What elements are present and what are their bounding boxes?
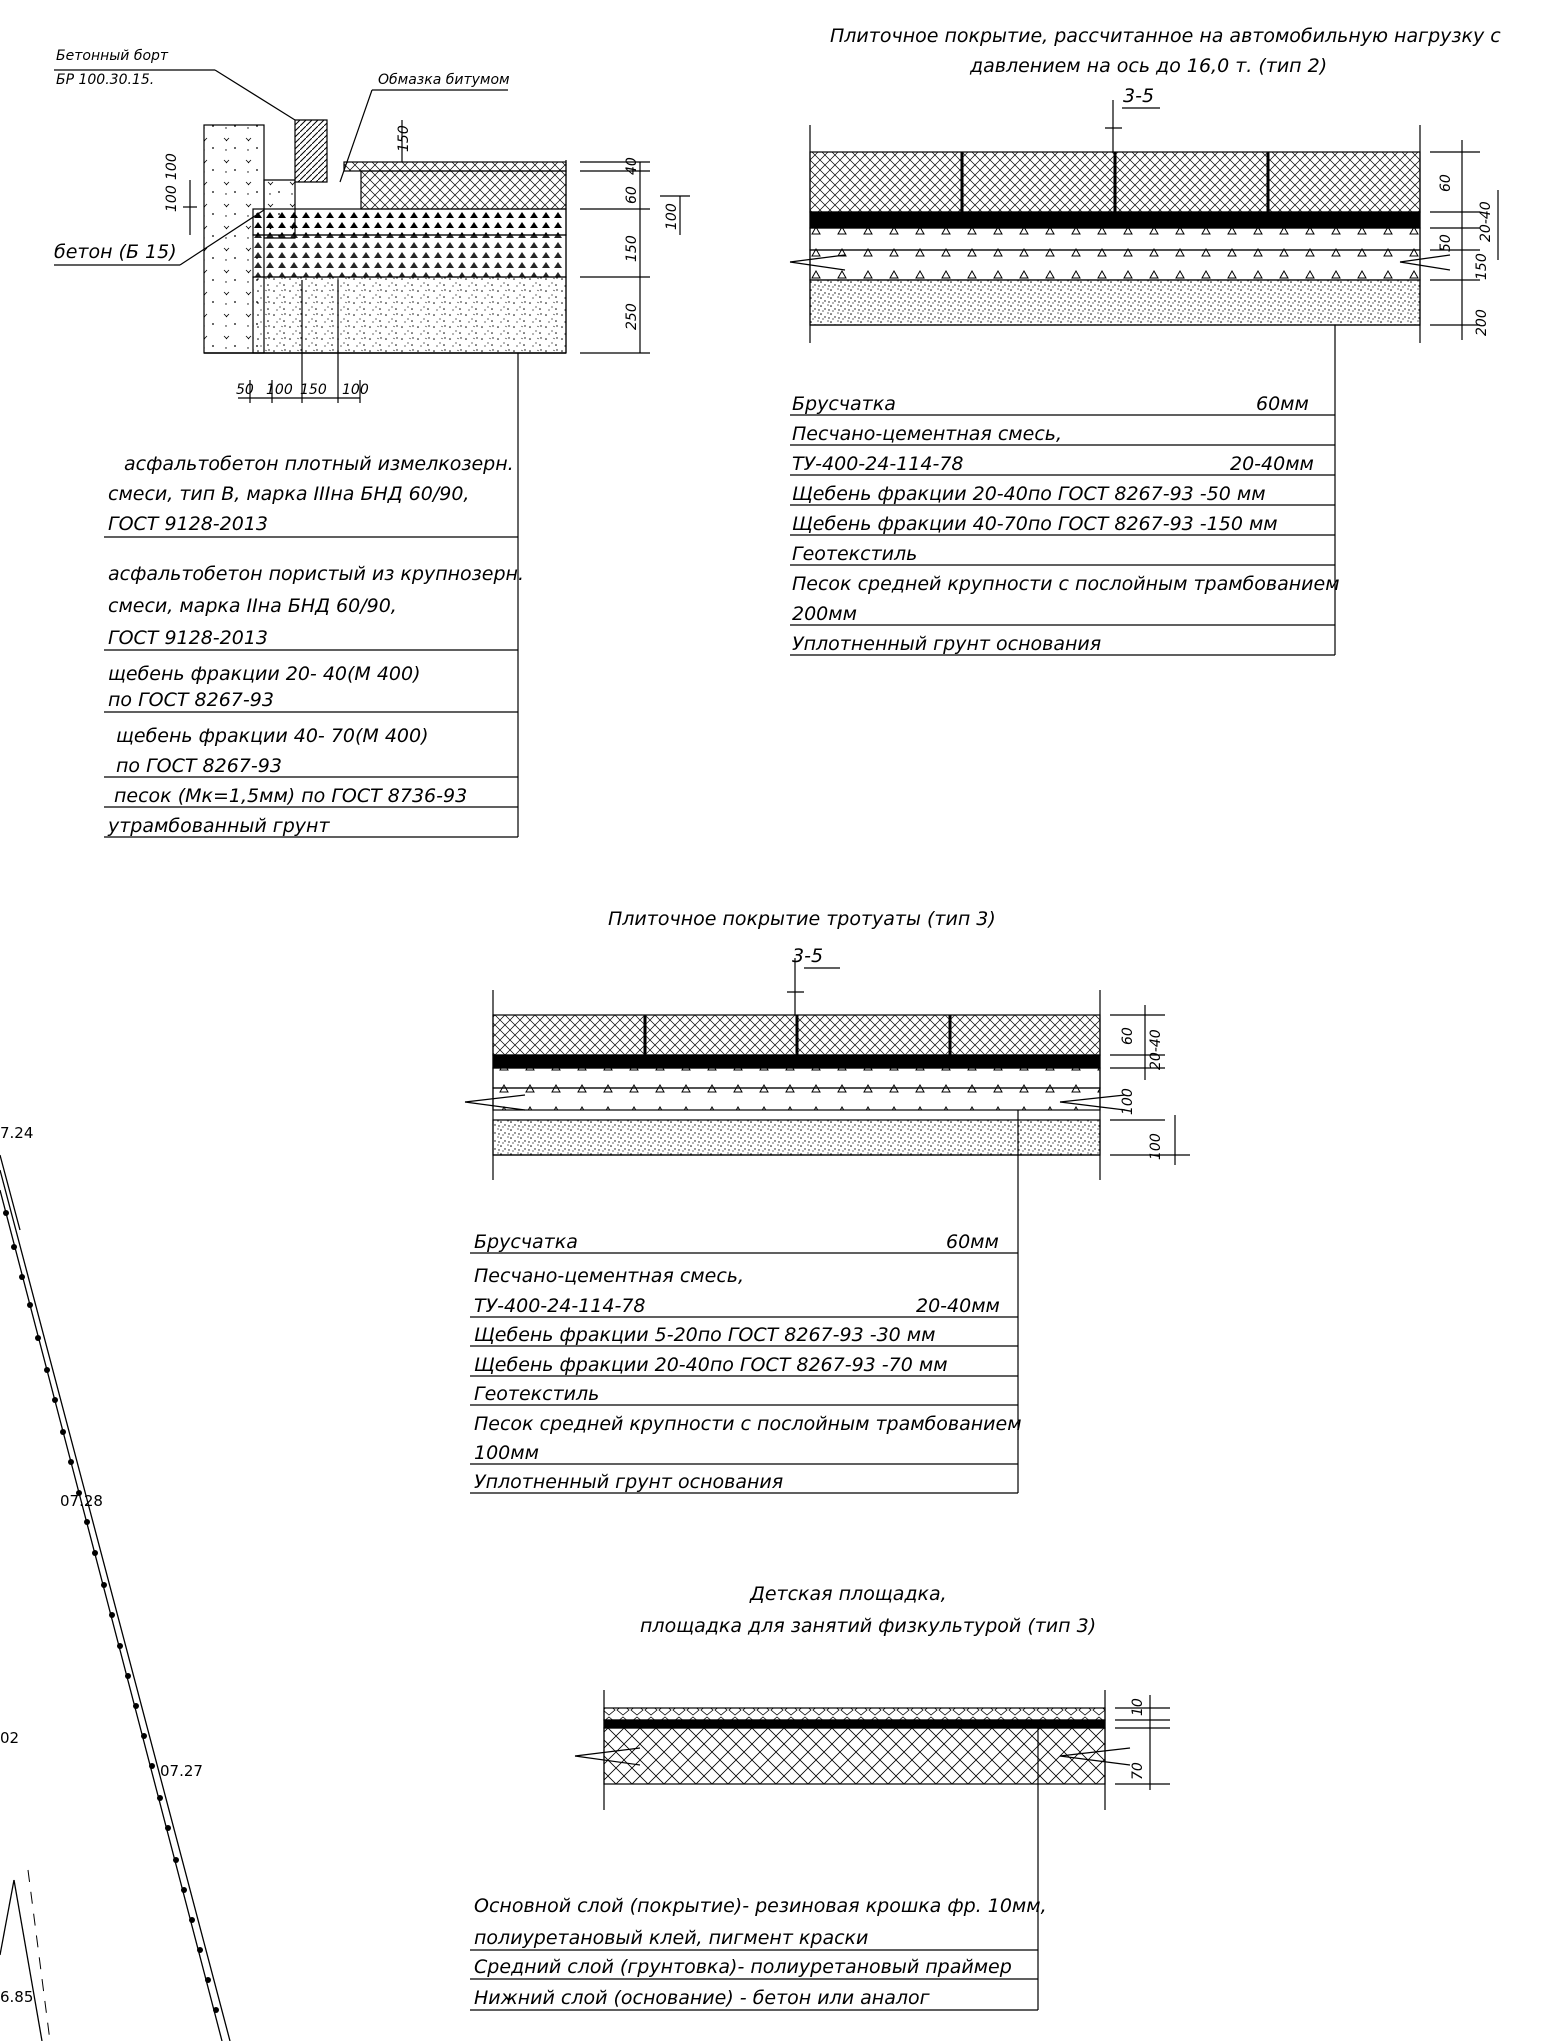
legend1-a-1: асфальтобетон плотный измелкозерн. bbox=[124, 453, 514, 475]
section-tile-type3 bbox=[464, 958, 1190, 1494]
section-tile-type2 bbox=[789, 100, 1499, 656]
type2-dim-60: 60 bbox=[1438, 174, 1454, 192]
type3-title: Плиточное покрытие тротуаты (тип 3) bbox=[608, 908, 996, 930]
legend1-b-3: ГОСТ 9128-2013 bbox=[108, 627, 268, 649]
legend1-d-2: по ГОСТ 8267-93 bbox=[116, 755, 282, 777]
type3-legend-6: Песок средней крупности с послойным трам… bbox=[474, 1413, 1022, 1435]
type3-legend-3: Щебень фракции 5-20по ГОСТ 8267-93 -30 м… bbox=[474, 1324, 935, 1346]
dim-right-60: 60 bbox=[624, 186, 640, 204]
legend1-d-1: щебень фракции 40- 70(М 400) bbox=[116, 725, 429, 747]
type2-legend-2-value: 20-40мм bbox=[1230, 453, 1314, 475]
type2-gap: 3-5 bbox=[1123, 85, 1154, 107]
type2-legend-5: Геотекстиль bbox=[792, 543, 917, 565]
legend1-a-2: смеси, тип В, марка IIIна БНД 60/90, bbox=[108, 483, 469, 505]
type2-legend-4: Щебень фракции 40-70по ГОСТ 8267-93 -150… bbox=[792, 513, 1278, 535]
legend1-c-2: по ГОСТ 8267-93 bbox=[108, 689, 274, 711]
section-playground-labels: Детская площадка, площадка для занятий ф… bbox=[474, 1583, 1146, 2009]
type3-dim-100a: 100 bbox=[1120, 1088, 1136, 1115]
legend1-a-3: ГОСТ 9128-2013 bbox=[108, 513, 268, 535]
type3-gap: 3-5 bbox=[792, 945, 823, 967]
elevation-label-2: 07.28 bbox=[60, 1492, 103, 1510]
legend1-f: утрамбованный грунт bbox=[107, 815, 330, 837]
bitumen-label: Обмазка битумом bbox=[378, 72, 510, 88]
dim-150-top: 150 bbox=[396, 125, 412, 152]
section-curb-labels: Бетонный борт БР 100.30.15. Обмазка биту… bbox=[54, 48, 680, 837]
elevation-label-5: 6.85 bbox=[0, 1988, 33, 2006]
type3-legend-7: 100мм bbox=[474, 1442, 539, 1464]
type3-legend-0: Брусчатка bbox=[474, 1231, 578, 1253]
legend1-c-1: щебень фракции 20- 40(М 400) bbox=[108, 663, 421, 685]
legend1-b-1: асфальтобетон пористый из крупнозерн. bbox=[108, 563, 524, 585]
type3-legend-5: Геотекстиль bbox=[474, 1383, 599, 1405]
concrete-label: бетон (Б 15) bbox=[54, 241, 177, 263]
type3-dim-100b: 100 bbox=[1148, 1133, 1164, 1160]
playground-legend-2: Средний слой (грунтовка)- полиуретановый… bbox=[474, 1956, 1012, 1978]
type2-legend-3: Щебень фракции 20-40по ГОСТ 8267-93 -50 … bbox=[792, 483, 1266, 505]
site-plan-labels: 7.24 07.28 02 07.27 6.85 bbox=[0, 1124, 203, 2006]
dim-bottom-150: 150 bbox=[300, 382, 327, 398]
type3-dim-20-40: 20-40 bbox=[1148, 1029, 1164, 1070]
dim-left-1: 100 bbox=[164, 185, 180, 212]
type2-legend-8: Уплотненный грунт основания bbox=[792, 633, 1101, 655]
elevation-label-3: 02 bbox=[0, 1729, 19, 1747]
type2-dim-20-40: 20-40 bbox=[1478, 201, 1494, 242]
dim-right-100: 100 bbox=[664, 203, 680, 230]
type3-legend-4: Щебень фракции 20-40по ГОСТ 8267-93 -70 … bbox=[474, 1354, 948, 1376]
type3-legend-0-value: 60мм bbox=[946, 1231, 999, 1253]
site-plan-fragment bbox=[0, 1154, 231, 2041]
type2-legend-7: 200мм bbox=[792, 603, 857, 625]
type2-legend-0: Брусчатка bbox=[792, 393, 896, 415]
dim-left-2: 100 bbox=[164, 153, 180, 180]
playground-dim-70: 70 bbox=[1130, 1762, 1146, 1780]
playground-dim-10: 10 bbox=[1130, 1698, 1146, 1716]
type3-legend-1: Песчано-цементная смесь, bbox=[474, 1265, 744, 1287]
legend1-e: песок (Мк=1,5мм) по ГОСТ 8736-93 bbox=[114, 785, 467, 807]
curb-label-2: БР 100.30.15. bbox=[56, 72, 154, 88]
playground-title-1: Детская площадка, bbox=[749, 1583, 947, 1605]
dim-bottom-100b: 100 bbox=[342, 382, 369, 398]
type2-dim-150: 150 bbox=[1474, 253, 1490, 280]
playground-legend-0: Основной слой (покрытие)- резиновая крош… bbox=[474, 1895, 1047, 1917]
type3-legend-2-value: 20-40мм bbox=[916, 1295, 1000, 1317]
type2-legend-6: Песок средней крупности с послойным трам… bbox=[792, 573, 1340, 595]
legend1-b-2: смеси, марка IIна БНД 60/90, bbox=[108, 595, 397, 617]
dim-right-40: 40 bbox=[624, 157, 640, 175]
dim-bottom-100: 100 bbox=[266, 382, 293, 398]
elevation-label-4: 07.27 bbox=[160, 1762, 203, 1780]
type2-legend-1: Песчано-цементная смесь, bbox=[792, 423, 1062, 445]
type3-legend-8: Уплотненный грунт основания bbox=[474, 1471, 783, 1493]
dim-right-250: 250 bbox=[624, 303, 640, 330]
section-curb-detail bbox=[54, 69, 690, 838]
type2-legend-0-value: 60мм bbox=[1256, 393, 1309, 415]
curb-label-1: Бетонный борт bbox=[56, 48, 169, 64]
section-tile-type2-labels: Плиточное покрытие, рассчитанное на авто… bbox=[792, 25, 1501, 655]
elevation-label-1: 7.24 bbox=[0, 1124, 33, 1142]
playground-legend-1: полиуретановый клей, пигмент краски bbox=[474, 1927, 868, 1949]
type2-title-1: Плиточное покрытие, рассчитанное на авто… bbox=[830, 25, 1501, 47]
type3-legend-2: ТУ-400-24-114-78 bbox=[474, 1295, 646, 1317]
type2-dim-200: 200 bbox=[1474, 309, 1490, 336]
playground-legend-3: Нижний слой (основание) - бетон или анал… bbox=[474, 1987, 931, 2009]
section-tile-type3-labels: Плиточное покрытие тротуаты (тип 3) 3-5 … bbox=[474, 908, 1164, 1493]
type2-dim-50: 50 bbox=[1438, 234, 1454, 252]
type2-title-2: давлением на ось до 16,0 т. (тип 2) bbox=[969, 55, 1327, 77]
type3-dim-60: 60 bbox=[1120, 1027, 1136, 1045]
type2-legend-2: ТУ-400-24-114-78 bbox=[792, 453, 964, 475]
boundary-points bbox=[3, 1210, 219, 2013]
dim-bottom-50: 50 bbox=[236, 382, 254, 398]
playground-title-2: площадка для занятий физкультурой (тип 3… bbox=[640, 1615, 1096, 1637]
section-playground bbox=[470, 1690, 1170, 2011]
dim-right-150: 150 bbox=[624, 235, 640, 262]
